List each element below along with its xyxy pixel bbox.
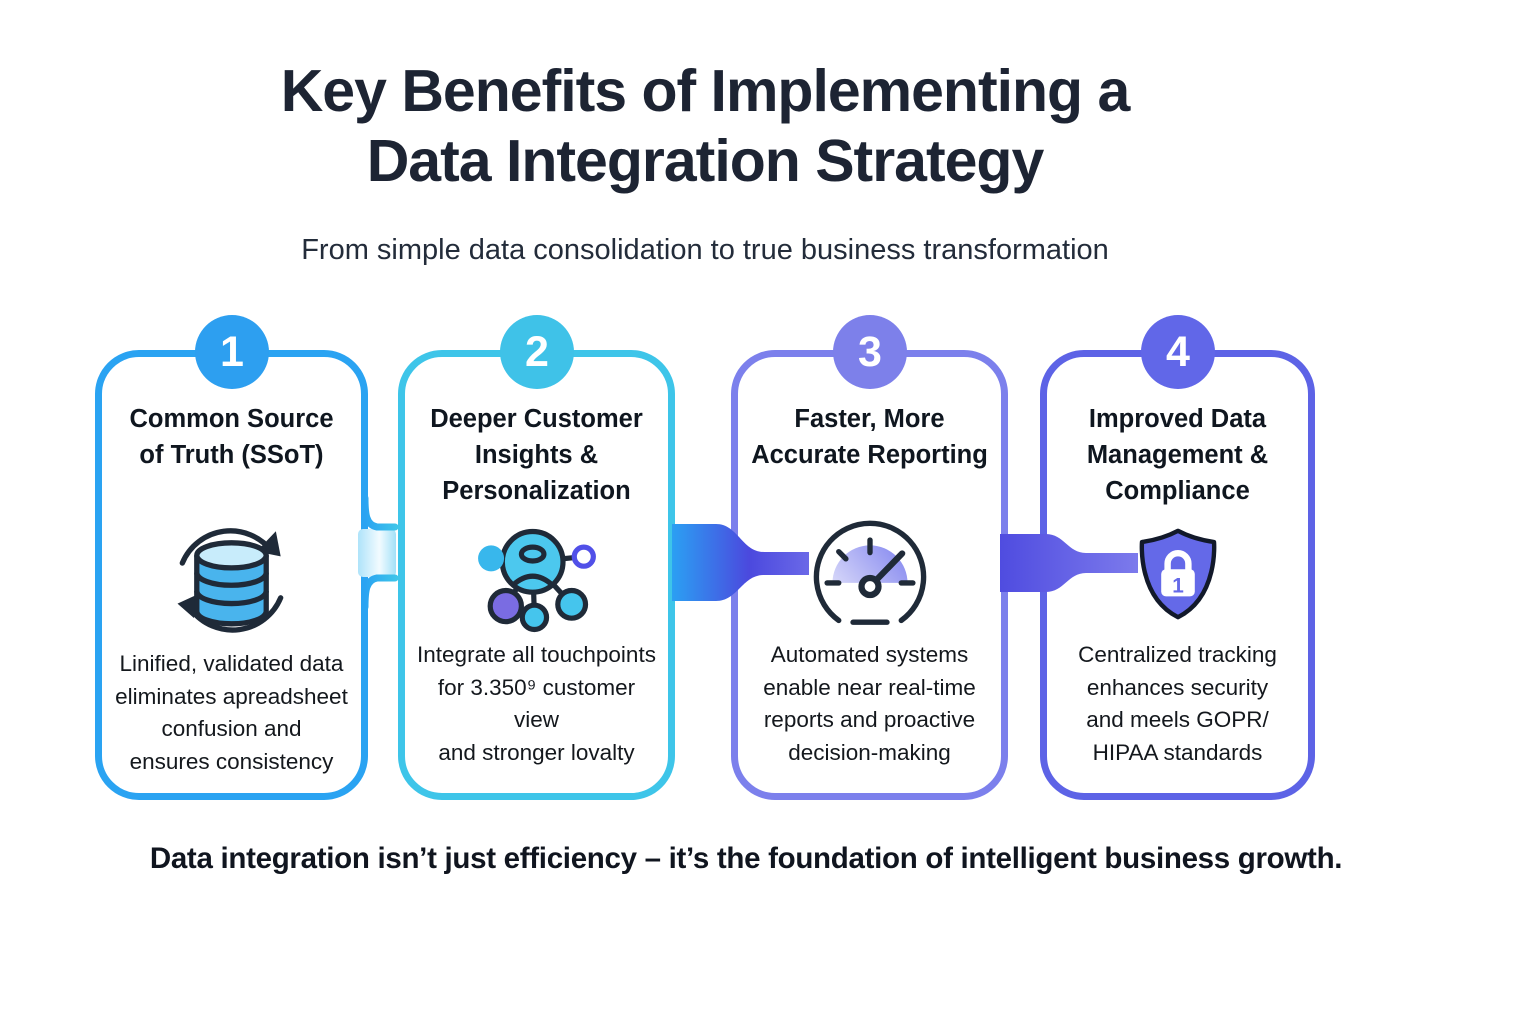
customer-network-icon [477, 528, 596, 633]
card-description: Centralized tracking enhances security a… [1078, 642, 1277, 765]
shield-lock-icon: 1 [1139, 528, 1216, 620]
card-title: Faster, More Accurate Reporting [751, 405, 988, 469]
card-title: Improved Data Management & Compliance [1086, 405, 1269, 505]
page-title: Key Benefits of Implementing a Data Inte… [280, 58, 1131, 194]
database-sync-icon [177, 528, 284, 633]
card-title: Deeper Customer Insights & Personalizati… [430, 405, 643, 505]
benefit-card-accurate-reporting: Faster, More Accurate Reporting [731, 350, 1008, 800]
speedometer-icon [813, 520, 926, 625]
lock-digit: 1 [1172, 574, 1184, 597]
step-number-badge-4: 4 [1141, 315, 1215, 389]
benefit-card-common-source-of-truth: Common Source of Truth (SSoT) Linified, … [95, 350, 368, 800]
footer-statement: Data integration isn’t just efficiency –… [149, 842, 1343, 875]
step-number-badge-2: 2 [500, 315, 574, 389]
card-title: Common Source of Truth (SSoT) [129, 405, 334, 469]
step-number-badge-1: 1 [195, 315, 269, 389]
step-number-badge-3: 3 [833, 315, 907, 389]
card-description: Integrate all touchpoints for 3.350⁹ cus… [417, 642, 656, 765]
benefit-card-customer-insights: Deeper Customer Insights & Personalizati… [398, 350, 675, 800]
card-description: Automated systems enable near real-time … [763, 642, 976, 765]
card-description: Linified, validated data eliminates apre… [115, 651, 348, 774]
page-subtitle: From simple data consolidation to true b… [301, 234, 1109, 266]
benefit-card-data-management: Improved Data Management & Compliance 1 … [1040, 350, 1315, 800]
